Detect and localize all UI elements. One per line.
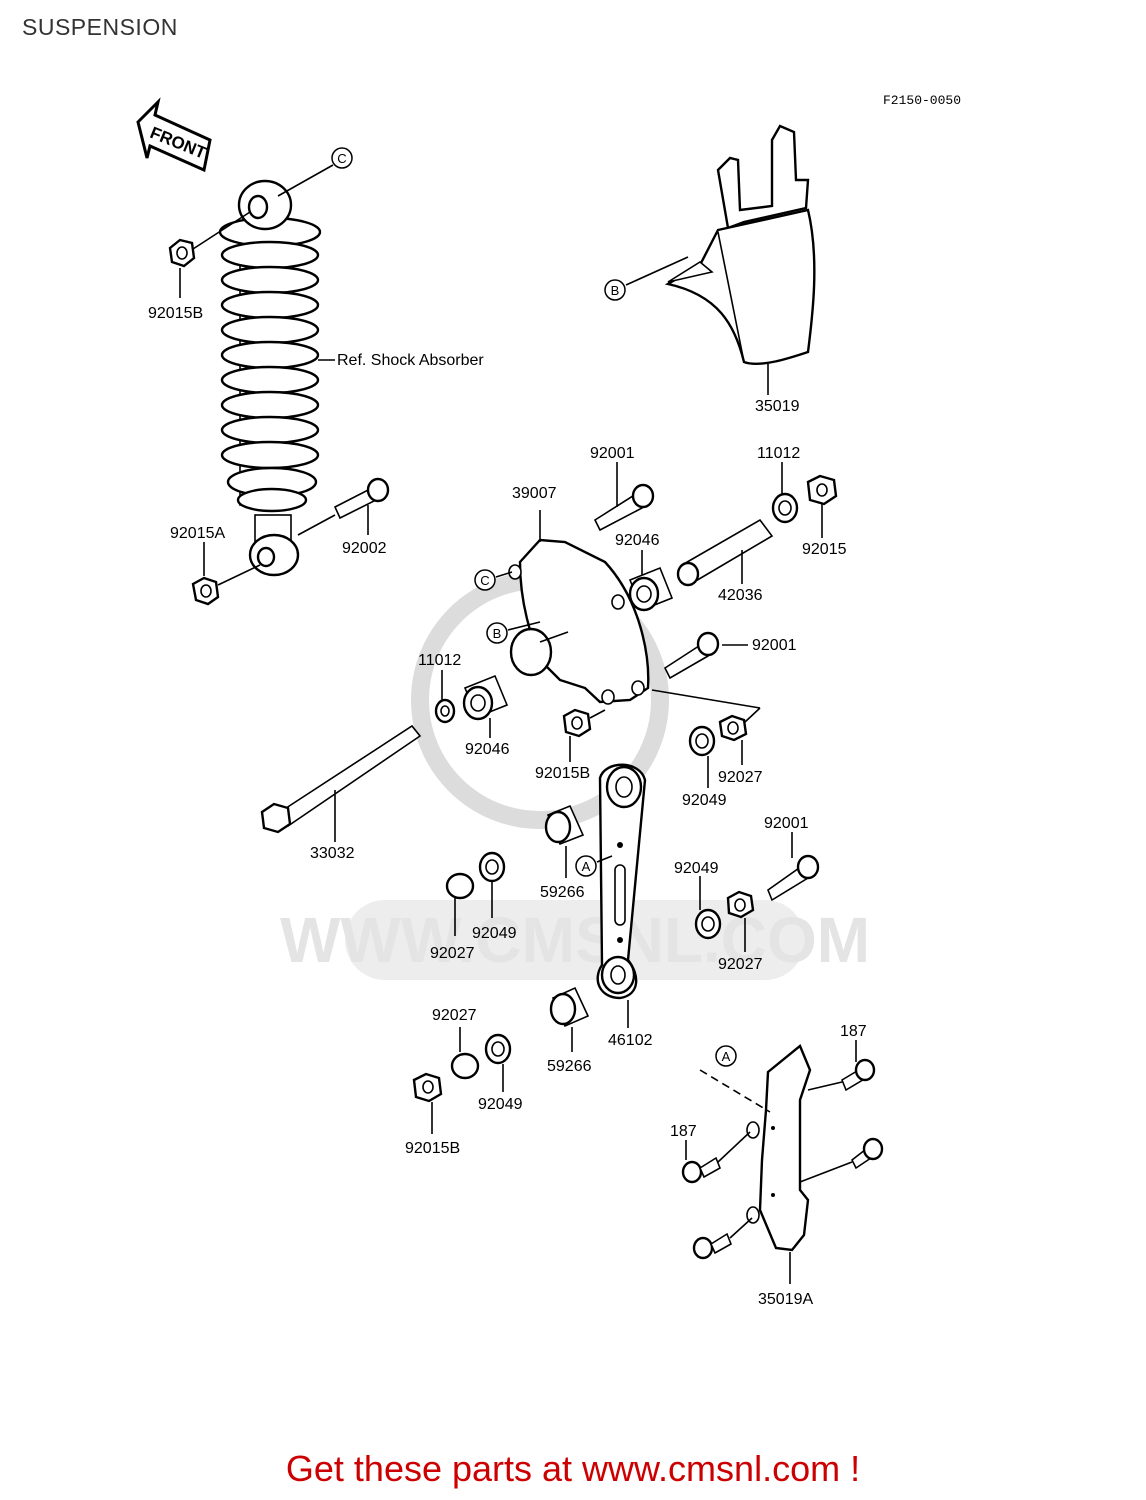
callout-b-mid: B — [486, 622, 508, 644]
seal-11012-left — [434, 698, 456, 724]
callout-a-mid: A — [575, 855, 597, 877]
nut-92015 — [806, 474, 838, 506]
nut-92015b-mid — [562, 708, 592, 738]
bolt-92001-top — [593, 483, 655, 532]
svg-text:A: A — [582, 859, 591, 874]
bushing-59266-low — [549, 986, 590, 1028]
label-92015a: 92015A — [170, 525, 225, 542]
label-35019: 35019 — [755, 398, 800, 415]
label-33032: 33032 — [310, 845, 355, 862]
bolt-187-right — [850, 1137, 884, 1170]
label-92027-right: 92027 — [718, 956, 763, 973]
label-ref-shock-absorber: Ref. Shock Absorber — [337, 352, 484, 369]
shock-absorber — [218, 179, 322, 577]
callout-b-top: B — [604, 279, 626, 301]
watermark-text: WWW.CMSNL.COM — [280, 904, 870, 976]
washer-92049-top — [688, 725, 716, 757]
label-92002: 92002 — [342, 540, 387, 557]
label-92027-low: 92027 — [432, 1007, 477, 1024]
label-92046-left: 92046 — [465, 741, 510, 758]
label-92001-mid: 92001 — [752, 637, 797, 654]
label-92015b-top: 92015B — [148, 305, 203, 322]
label-11012-left: 11012 — [418, 652, 461, 669]
label-59266-top: 59266 — [540, 884, 585, 901]
bolt-187-top — [841, 1058, 876, 1092]
washer-92049-left — [478, 851, 506, 883]
watermark: WWW.CMSNL.COM — [280, 571, 870, 980]
label-92001-low: 92001 — [764, 815, 809, 832]
seal-11012-right — [771, 492, 799, 524]
label-92015b-mid: 92015B — [535, 765, 590, 782]
promo-link[interactable]: Get these parts at www.cmsnl.com ! — [285, 1448, 861, 1489]
bolt-92001-mid — [663, 631, 720, 680]
label-92015: 92015 — [802, 541, 847, 558]
label-92015b-low: 92015B — [405, 1140, 460, 1157]
label-92027-left: 92027 — [430, 945, 475, 962]
front-arrow-icon: FRONT — [136, 97, 212, 173]
label-92027-top: 92027 — [718, 769, 763, 786]
svg-text:A: A — [722, 1049, 731, 1064]
page-title: SUSPENSION — [22, 14, 178, 40]
guard-35019a — [746, 1044, 812, 1252]
rocker-arm-39007 — [508, 538, 650, 705]
bolt-92001-low — [767, 854, 820, 902]
callout-c-top: C — [331, 147, 353, 169]
diagram-ref-code: F2150-0050 — [883, 93, 961, 108]
label-42036: 42036 — [718, 587, 763, 604]
washer-92027-left — [445, 872, 475, 900]
bolt-187-bottom — [692, 1232, 733, 1260]
bushing-59266-top — [544, 804, 585, 846]
nut-92015b-low — [412, 1072, 443, 1103]
svg-text:C: C — [337, 151, 346, 166]
washer-92027-low — [450, 1052, 480, 1080]
label-35019a: 35019A — [758, 1291, 813, 1308]
label-39007: 39007 — [512, 485, 557, 502]
label-92046-top: 92046 — [615, 532, 660, 549]
shaft-33032 — [260, 724, 422, 834]
label-92049-low: 92049 — [478, 1096, 523, 1113]
label-92049-left: 92049 — [472, 925, 517, 942]
label-187-left: 187 — [670, 1123, 697, 1140]
washer-92049-low — [484, 1033, 512, 1065]
washer-92027-top — [718, 714, 748, 742]
svg-text:B: B — [611, 283, 620, 298]
label-92049-right: 92049 — [674, 860, 719, 877]
bushing-92046-left — [462, 674, 509, 721]
sleeve-42036 — [676, 518, 774, 587]
callout-c-mid: C — [474, 569, 496, 591]
label-92001-top: 92001 — [590, 445, 635, 462]
label-92049-top: 92049 — [682, 792, 727, 809]
bolt-92002 — [333, 477, 390, 520]
cover-35019 — [664, 124, 816, 366]
nut-92015b-top — [168, 238, 196, 268]
bushing-92046-top — [628, 566, 674, 612]
svg-text:C: C — [480, 573, 489, 588]
label-11012-right: 11012 — [757, 445, 800, 462]
bolt-187-left — [681, 1156, 722, 1184]
callout-a-low: A — [715, 1045, 737, 1067]
tie-rod-46102 — [596, 763, 647, 1000]
label-46102: 46102 — [608, 1032, 653, 1049]
nut-92015a — [191, 576, 220, 606]
label-59266-low: 59266 — [547, 1058, 592, 1075]
washer-92027-right — [726, 890, 755, 919]
washer-92049-right — [694, 908, 722, 940]
svg-text:B: B — [493, 626, 502, 641]
label-187-top: 187 — [840, 1023, 867, 1040]
